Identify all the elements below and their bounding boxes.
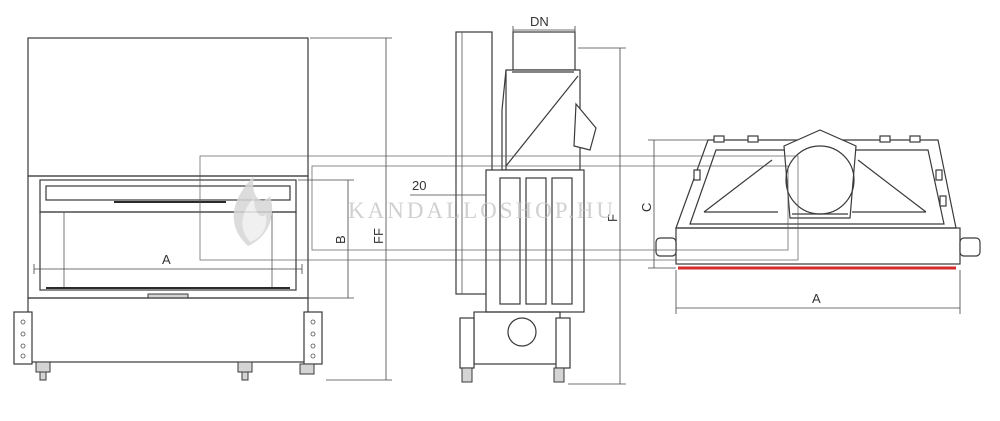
top-dim-a-label: A	[812, 291, 821, 306]
side-dim-f-label: F	[605, 214, 620, 222]
side-base	[473, 311, 561, 365]
side-dim-20-label: 20	[412, 178, 426, 193]
side-air-inlet	[507, 317, 537, 347]
top-body	[675, 227, 961, 265]
front-door-inner	[45, 185, 291, 201]
watermark-text: KANDALLOSHOP.HU	[348, 198, 616, 223]
front-dim-b-label: B	[333, 235, 348, 244]
front-dim-a-label: A	[162, 252, 171, 267]
side-damper	[573, 102, 597, 151]
side-firebox	[485, 169, 585, 313]
front-glass	[39, 211, 297, 291]
front-hood	[27, 37, 309, 177]
top-hood-outer	[675, 139, 957, 229]
top-view: C A	[639, 129, 981, 314]
side-dim-dn-label: DN	[530, 14, 549, 29]
front-view: A B FF	[13, 37, 392, 381]
top-right-knob	[959, 237, 981, 257]
top-left-knob	[655, 237, 677, 257]
front-ash-slot	[147, 293, 189, 299]
front-body	[27, 175, 309, 299]
side-hood	[501, 69, 581, 171]
side-flue-collar	[512, 31, 576, 71]
top-dim-c-label: C	[639, 203, 654, 212]
flame-logo-icon	[233, 176, 273, 246]
top-hood-inner	[689, 149, 945, 225]
front-left-leg	[13, 311, 33, 365]
front-dim-ff-label: FF	[371, 228, 386, 244]
front-base	[27, 297, 309, 363]
watermark: KANDALLOSHOP.HU	[199, 155, 799, 261]
